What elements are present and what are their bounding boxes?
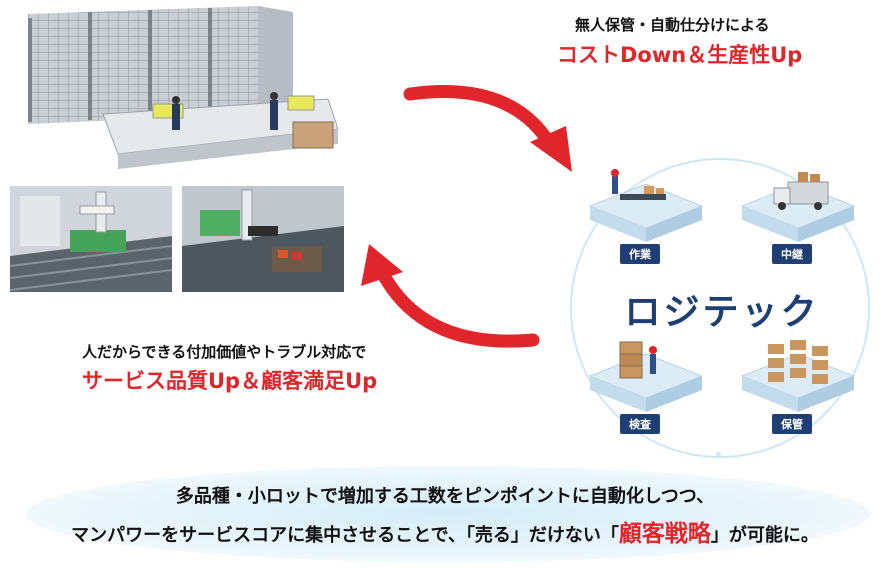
tile-relay-label: 中継 [772,244,812,264]
curved-arrow-right-icon [403,85,572,172]
delivery-truck-icon [740,172,856,242]
bottom-line1: 多品種・小ロットで増加する工数をピンポイントに自動化しつつ、 [175,486,715,507]
logistics-circle [570,158,870,458]
robot-picking-photo-2 [182,186,344,292]
tile-storage-label: 保管 [772,414,812,434]
top-caption-line1: 無人保管・自動仕分けによる [575,16,770,34]
tile-work-label: 作業 [620,244,660,264]
bottom-highlight-ellipse [26,466,870,562]
tile-inspection-label: 検査 [620,414,660,434]
bottom-line2: マンパワーをサービスコアに集中させることで、「売る」だけない「顧客戦略」が可能に… [0,514,890,548]
left-caption-line2: サービス品質Up＆顧客満足Up [82,369,378,393]
conveyor-worker-icon [588,169,704,242]
top-caption-line2: コストDown＆生産性Up [557,43,803,67]
curved-arrow-left-icon [361,244,540,348]
tile-work: 作業 [586,166,704,264]
bottom-line2-post: 」が可能に。 [710,525,819,546]
bottom-line2-pre: マンパワーをサービスコアに集中させることで、「売る」だけない「 [71,525,619,546]
left-caption-line1: 人だからできる付加価値やトラブル対応で [82,343,367,361]
robot-picking-photo-1 [10,186,172,292]
inspection-boxes-icon [588,341,704,412]
circle-dot [716,452,721,457]
bottom-line2-emphasis: 顧客戦略 [618,521,711,547]
tile-relay: 中継 [738,166,856,264]
center-label: ロジテック [624,292,820,333]
tile-storage: 保管 [738,336,856,434]
warehouse-photo [8,4,348,176]
storage-racks-icon [740,340,856,412]
tile-inspection: 検査 [586,336,704,434]
